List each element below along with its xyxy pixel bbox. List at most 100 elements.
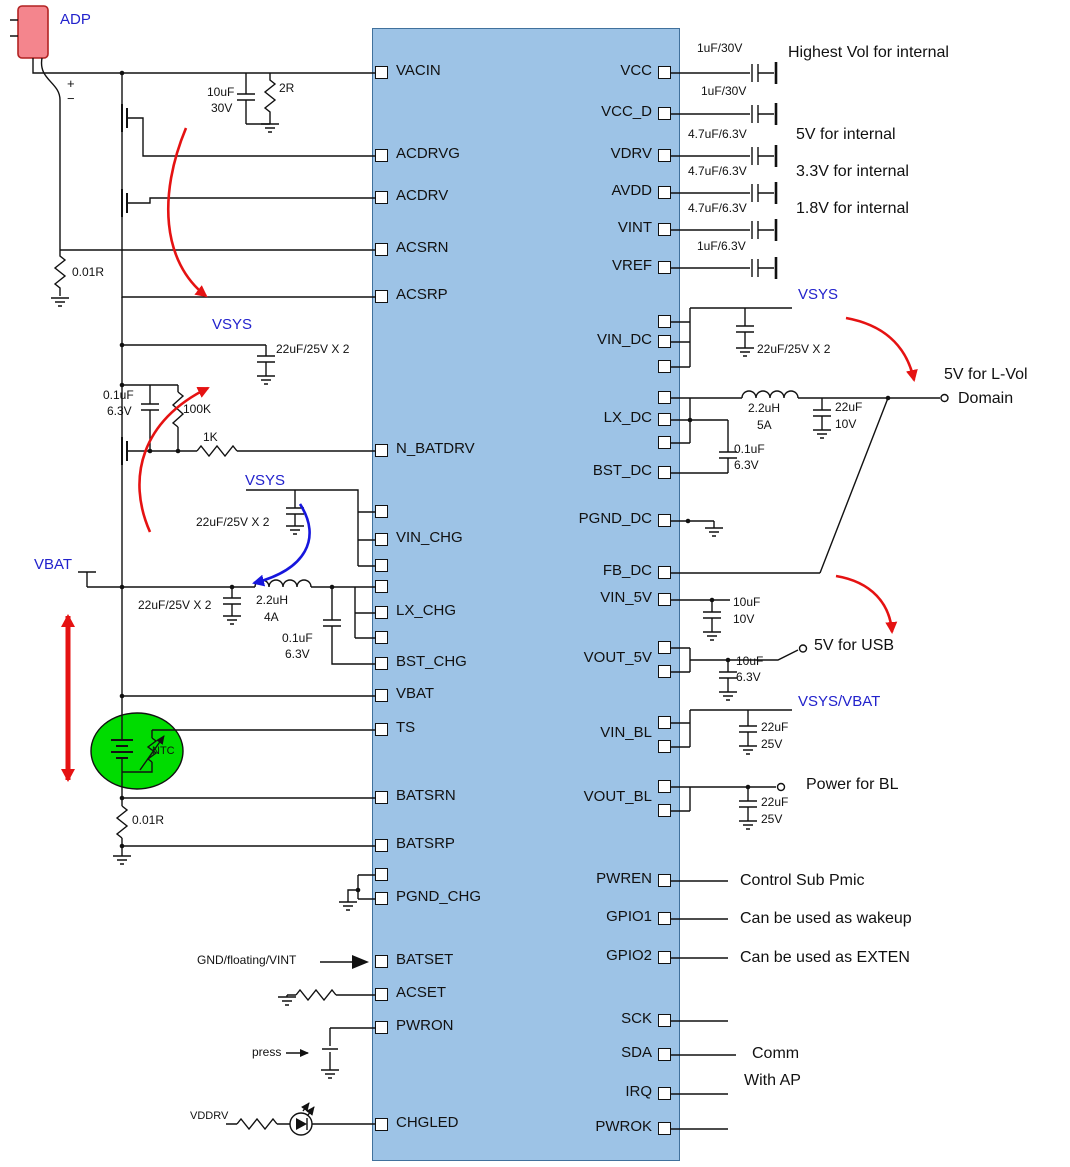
- pin-square: [658, 360, 671, 373]
- battery-plates: [111, 739, 133, 759]
- led-light-arrow: [306, 1106, 315, 1116]
- value-1k: 1K: [203, 430, 218, 444]
- ground-icon: [113, 855, 131, 865]
- net-label-vsys-top: VSYS: [212, 316, 253, 333]
- pin-label-vin-5v: VIN_5V: [600, 589, 652, 606]
- pin-label-acset: ACSET: [396, 984, 447, 1001]
- note-comm-1: Comm: [752, 1045, 800, 1062]
- wires-right: [671, 62, 949, 1130]
- pin-acdrv-square: [375, 191, 388, 204]
- value-cvinbl-1: 22uF: [761, 720, 789, 734]
- value-cvint: 4.7uF/6.3V: [688, 201, 747, 215]
- note-pwren: Control Sub Pmic: [740, 872, 865, 889]
- pin-label-pwrok: PWROK: [595, 1118, 652, 1135]
- pin-vin-bl-square: [658, 716, 671, 729]
- pin-pgnd-dc-square: [658, 514, 671, 527]
- pin-acset-square: [375, 988, 388, 1001]
- note-lvol-1: 5V for L-Vol: [944, 366, 1028, 383]
- ground-icon: [257, 375, 275, 385]
- pin-vint-square: [658, 223, 671, 236]
- ground-icon: [736, 347, 754, 357]
- pin-label-pgnd-chg: PGND_CHG: [396, 888, 482, 905]
- pin-bst-dc-square: [658, 466, 671, 479]
- value-sense-bat: 0.01R: [132, 813, 165, 827]
- value-cbstdc-1: 0.1uF: [734, 442, 765, 456]
- red-arrow-batdrv: [138, 386, 210, 533]
- value-cbstdc-2: 6.3V: [734, 458, 759, 472]
- pin-square: [375, 631, 388, 644]
- value-cin-1: 10uF: [207, 85, 235, 99]
- value-cvref: 1uF/6.3V: [697, 239, 746, 253]
- pin-pgnd-chg-square: [375, 892, 388, 905]
- ground-icon: [719, 691, 737, 701]
- batset-arrow: [352, 955, 369, 969]
- ground-icon: [321, 1069, 339, 1079]
- value-cgate-1: 0.1uF: [103, 388, 134, 402]
- adp-connector-icon: [10, 5, 49, 59]
- pin-acdrvg-square: [375, 149, 388, 162]
- pin-vin-chg-square: [375, 533, 388, 546]
- ground-icon: [705, 527, 723, 537]
- pin-label-sda: SDA: [621, 1044, 652, 1061]
- pin-label-vref: VREF: [611, 257, 652, 274]
- wires-left: [32, 57, 376, 1125]
- ground-icon: [51, 297, 69, 307]
- output-terminal: [798, 644, 808, 653]
- pin-label-n-batdrv: N_BATDRV: [396, 440, 475, 457]
- pin-fb-dc-square: [658, 566, 671, 579]
- pin-square: [658, 665, 671, 678]
- value-cvout5-1: 10uF: [736, 654, 764, 668]
- ground-icon: [739, 745, 757, 755]
- pin-label-ts: TS: [396, 719, 416, 736]
- value-cvsys-top: 22uF/25V X 2: [276, 342, 350, 356]
- pin-label-vacin: VACIN: [396, 62, 441, 79]
- pin-label-vout-bl: VOUT_BL: [583, 788, 652, 805]
- resistor-100k: [171, 391, 185, 428]
- resistor-sense-bat: [115, 805, 129, 839]
- annotation-arrows: [61, 127, 918, 782]
- junction-dots: [119, 70, 891, 893]
- pin-label-vin-chg: VIN_CHG: [396, 529, 463, 546]
- note-usb: 5V for USB: [814, 637, 895, 654]
- pin-pwron-square: [375, 1021, 388, 1034]
- capacitor-vbat: [223, 597, 241, 605]
- note-batset: GND/floating/VINT: [197, 953, 297, 967]
- pin-sck-square: [658, 1014, 671, 1027]
- pin-label-lx-chg: LX_CHG: [396, 602, 457, 619]
- pin-pwren-square: [658, 874, 671, 887]
- pin-label-gpio1: GPIO1: [606, 908, 652, 925]
- note-lvol-2: Domain: [958, 390, 1014, 407]
- note-press: press: [252, 1045, 282, 1059]
- pin-pwrok-square: [658, 1122, 671, 1135]
- pin-label-chgled: CHGLED: [396, 1114, 459, 1131]
- value-cvin5-1: 10uF: [733, 595, 761, 609]
- pin-sda-square: [658, 1048, 671, 1061]
- capacitor-bst-dc: [690, 419, 737, 459]
- pin-label-vbat: VBAT: [396, 685, 435, 702]
- pin-square: [375, 580, 388, 593]
- net-label-vsys-dc: VSYS: [798, 286, 839, 303]
- pin-label-irq: IRQ: [625, 1083, 652, 1100]
- battery-plus-label: +: [67, 76, 75, 91]
- label-ntc: NTC: [152, 745, 175, 757]
- capacitor-vsys-top: [257, 345, 275, 376]
- note-gpio2: Can be used as EXTEN: [740, 949, 910, 966]
- pin-label-pgnd-dc: PGND_DC: [578, 510, 652, 527]
- ic-body: [372, 28, 680, 1161]
- capacitor-gate: [141, 403, 159, 411]
- note-vdrv: 5V for internal: [796, 126, 896, 143]
- ground-icon: [223, 615, 241, 625]
- pin-label-batsrp: BATSRP: [396, 835, 455, 852]
- output-terminal: [940, 393, 949, 403]
- pin-vin-5v-square: [658, 593, 671, 606]
- value-cavdd: 4.7uF/6.3V: [688, 164, 747, 178]
- pin-label-bst-chg: BST_CHG: [396, 653, 467, 670]
- mosfet-q2: [121, 189, 128, 217]
- pin-bst-chg-square: [375, 657, 388, 670]
- pin-vbat-square: [375, 689, 388, 702]
- capacitor-vin-dc: [736, 308, 754, 348]
- pin-label-vcc-d: VCC_D: [601, 103, 652, 120]
- value-ldc-2: 5A: [757, 418, 772, 432]
- resistor-sense-ac: [53, 250, 67, 296]
